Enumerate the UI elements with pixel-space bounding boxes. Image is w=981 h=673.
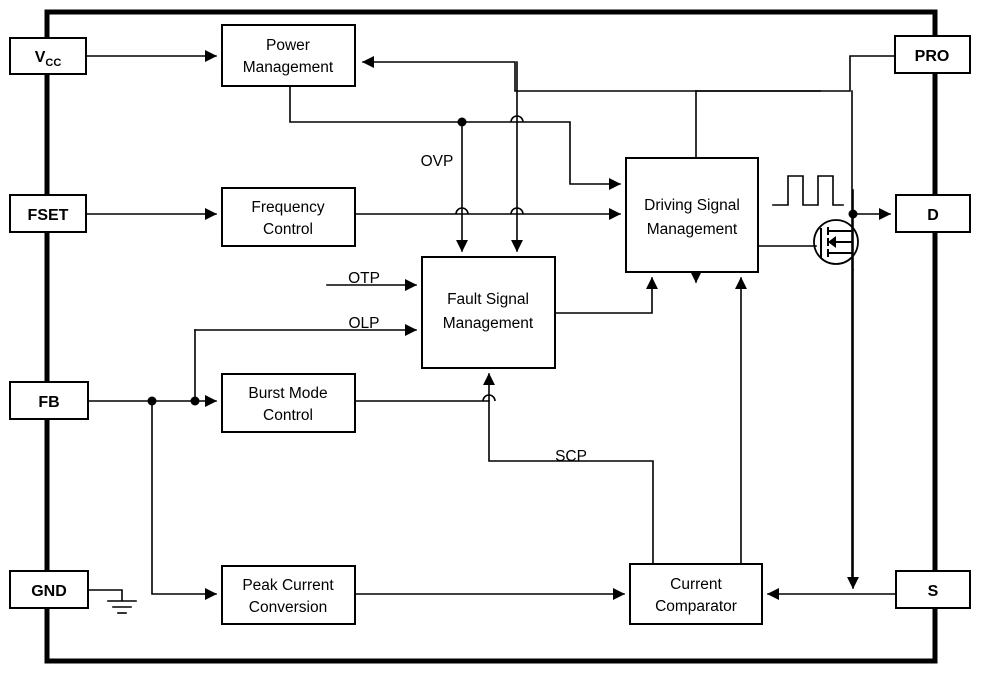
- signal-label-olp: OLP: [348, 315, 379, 332]
- pin-vcc-label: V: [35, 49, 46, 66]
- pin-pro[interactable]: PRO: [894, 35, 971, 74]
- block-current-comparator-line2: Comparator: [655, 598, 737, 615]
- pin-s-label: S: [928, 583, 939, 600]
- block-driving-signal-line1: Driving Signal: [644, 197, 740, 214]
- pin-d-label: D: [927, 207, 939, 224]
- pin-pro-label: PRO: [915, 48, 950, 65]
- block-current-comparator-line1: Current: [670, 576, 722, 593]
- wire-hop-214-a: [455, 207, 469, 215]
- block-driving-signal-line2: Management: [647, 221, 738, 238]
- block-burst-mode-line1: Burst Mode: [248, 385, 327, 402]
- wire-pro-to-power-management: [362, 55, 896, 92]
- wire-fb-to-peak-current: [151, 400, 217, 600]
- wire-hop-214-b: [510, 207, 524, 215]
- junction-dot-drain: [848, 209, 858, 219]
- signal-label-ovp: OVP: [421, 153, 454, 170]
- block-peak-current-line2: Conversion: [249, 599, 327, 616]
- wire-fault-signal-to-driving-signal: [554, 277, 658, 314]
- wire-burst-mode-to-fault-signal: [354, 373, 495, 402]
- signal-label-scp: SCP: [555, 448, 587, 465]
- block-peak-current-line1: Peak Current: [242, 577, 334, 594]
- wire-scp: [488, 400, 654, 565]
- block-power-management[interactable]: Power Management: [221, 24, 356, 87]
- block-fault-signal-management[interactable]: Fault Signal Management: [421, 256, 556, 369]
- block-peak-current-conversion[interactable]: Peak Current Conversion: [221, 565, 356, 625]
- pin-fset-label: FSET: [28, 207, 69, 224]
- block-frequency-control-line2: Control: [263, 221, 313, 238]
- pin-gnd-label: GND: [31, 583, 67, 600]
- signal-label-otp: OTP: [348, 270, 380, 287]
- block-burst-mode-line2: Control: [263, 407, 313, 424]
- pin-d[interactable]: D: [895, 194, 971, 233]
- chip-boundary: [44, 9, 938, 664]
- pin-fb[interactable]: FB: [9, 381, 89, 420]
- svg-text:VCC: VCC: [35, 49, 62, 69]
- pin-fb-label: FB: [38, 394, 59, 411]
- pin-fset[interactable]: FSET: [9, 194, 87, 233]
- pin-vcc-sublabel: CC: [45, 57, 61, 69]
- pulse-waveform-symbol: [772, 175, 844, 206]
- wire-power-management-out: [289, 85, 463, 123]
- wire-power-to-driving-signal: [461, 121, 621, 190]
- wire-hop-401: [482, 394, 496, 402]
- block-burst-mode-control[interactable]: Burst Mode Control: [221, 373, 356, 433]
- block-power-management-line2: Management: [243, 59, 334, 76]
- ground-symbol: [87, 589, 137, 614]
- pin-gnd[interactable]: GND: [9, 570, 89, 609]
- block-fault-signal-line1: Fault Signal: [447, 291, 529, 308]
- pin-s[interactable]: S: [895, 570, 971, 609]
- block-frequency-control[interactable]: Frequency Control: [221, 187, 356, 247]
- block-current-comparator[interactable]: Current Comparator: [629, 563, 763, 625]
- pin-vcc[interactable]: VCC: [9, 37, 87, 75]
- junction-dot-ovp: [457, 117, 467, 127]
- block-driving-signal-management[interactable]: Driving Signal Management: [625, 157, 759, 273]
- block-fault-signal-line2: Management: [443, 315, 534, 332]
- mosfet-symbol: [813, 219, 859, 265]
- block-power-management-line1: Power: [266, 37, 310, 54]
- block-frequency-control-line1: Frequency: [251, 199, 324, 216]
